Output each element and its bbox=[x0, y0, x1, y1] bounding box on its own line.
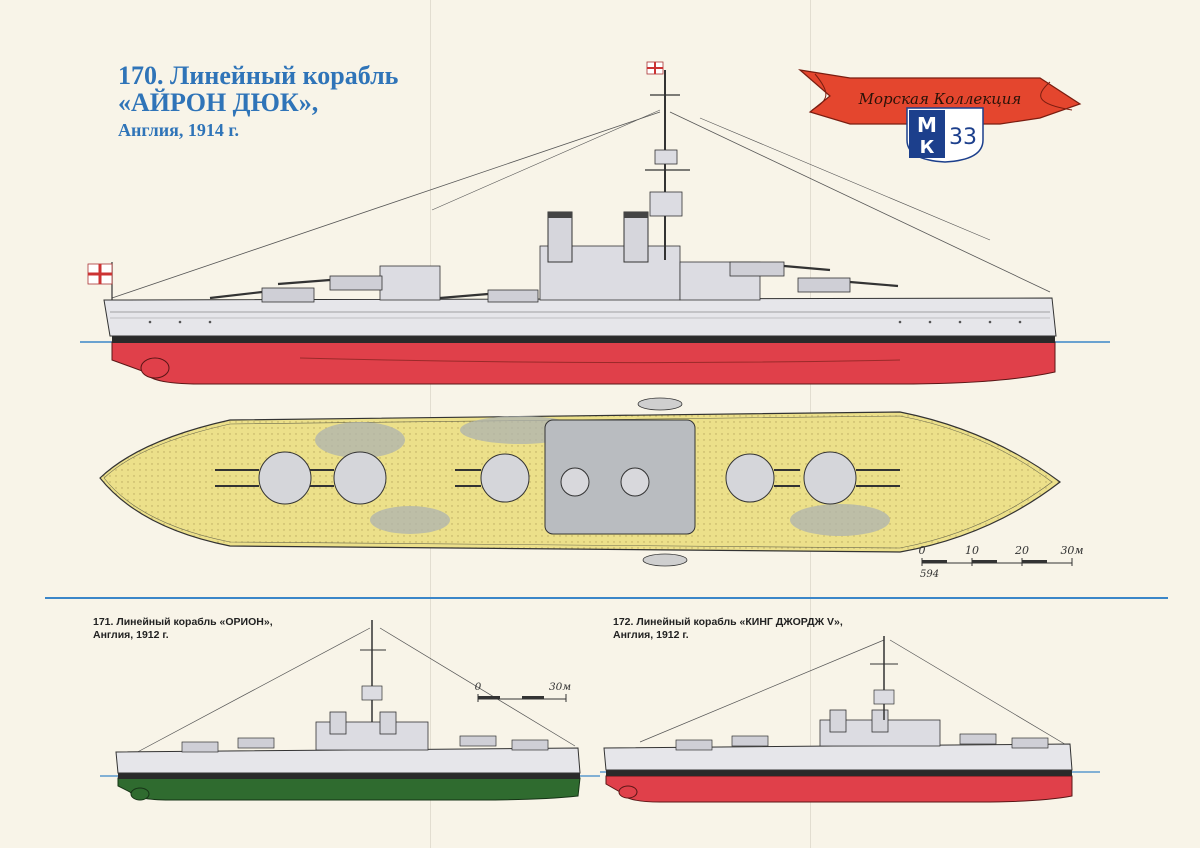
logo-ribbon-text: Морская Коллекция bbox=[858, 90, 1022, 108]
main-title-number: 170. Линейный корабль bbox=[118, 61, 399, 90]
scale-tick-0: 0 bbox=[919, 544, 926, 557]
logo-issue-number: 33 bbox=[949, 125, 977, 150]
king-george-v-side-view bbox=[600, 636, 1100, 803]
ship-171-caption: 171. Линейный корабль «ОРИОН», Англия, 1… bbox=[93, 616, 273, 642]
main-title-origin: Англия, 1914 г. bbox=[118, 119, 239, 140]
main-title-name: «АЙРОН ДЮК», bbox=[118, 88, 319, 118]
iron-duke-plan-view bbox=[99, 397, 1061, 567]
iron-duke-side-view bbox=[80, 61, 1110, 385]
ship-172-origin: Англия, 1912 г. bbox=[613, 629, 689, 642]
ship-171-origin: Англия, 1912 г. bbox=[93, 629, 169, 642]
logo-letter-m: М bbox=[917, 113, 937, 137]
scale-tick-30: 30м bbox=[1060, 544, 1083, 557]
small-scale-bar: 0 30м bbox=[475, 681, 571, 702]
small-scale-tick-30: 30м bbox=[549, 681, 571, 693]
ship-172-caption: 172. Линейный корабль «КИНГ ДЖОРДЖ V», А… bbox=[613, 616, 843, 642]
main-title: 170. Линейный корабль «АЙРОН ДЮК», Англи… bbox=[118, 62, 398, 139]
ship-171-title: 171. Линейный корабль «ОРИОН», bbox=[93, 616, 273, 628]
logo-badge: Морская Коллекция М К 33 bbox=[798, 69, 1082, 163]
ship-172-title: 172. Линейный корабль «КИНГ ДЖОРДЖ V», bbox=[613, 616, 843, 628]
logo-letter-k: К bbox=[920, 137, 935, 158]
scale-mark: 594 bbox=[920, 569, 939, 580]
orion-side-view bbox=[100, 620, 600, 801]
scale-tick-20: 20 bbox=[1014, 544, 1029, 557]
small-scale-tick-0: 0 bbox=[475, 681, 482, 693]
scale-tick-10: 10 bbox=[965, 544, 979, 557]
main-scale-bar: 0 10 20 30м 594 bbox=[919, 544, 1084, 580]
